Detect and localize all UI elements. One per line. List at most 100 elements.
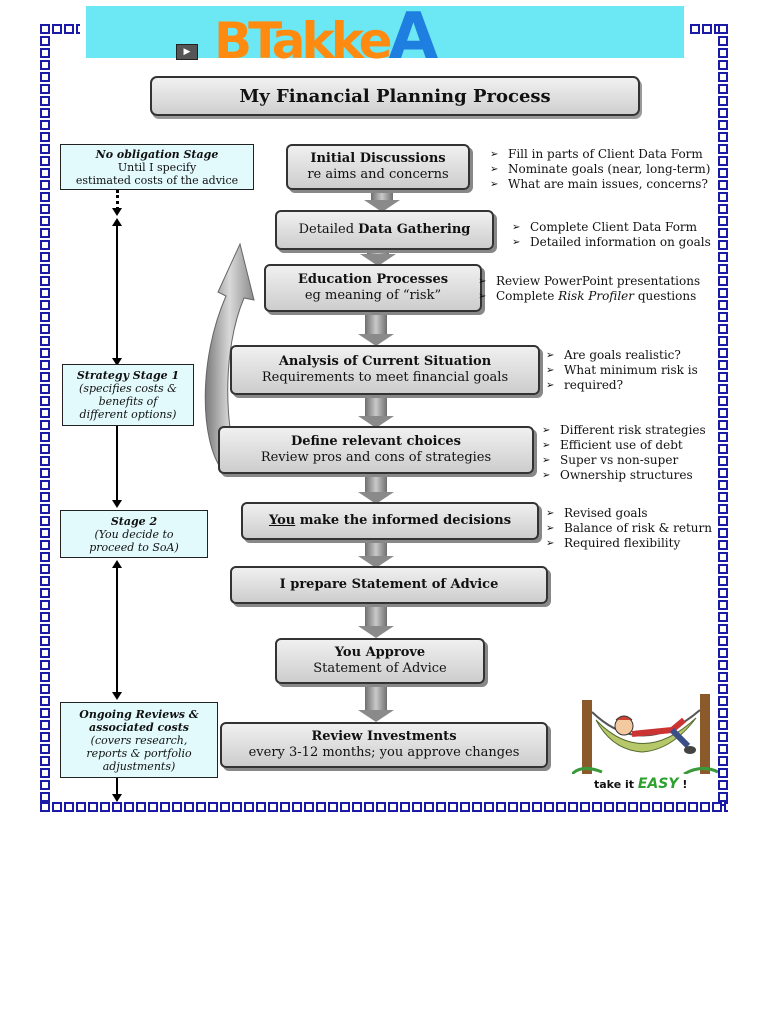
logo-letter: A <box>388 0 438 74</box>
step-review-investments: Review Investments every 3-12 months; yo… <box>220 722 548 768</box>
note-item: What are main issues, concerns? <box>486 177 710 192</box>
logo-text: BTakke <box>214 12 393 70</box>
banner: ▶ BTakkeA <box>86 5 684 69</box>
step-subtitle: Statement of Advice <box>313 661 447 676</box>
step-title: Analysis of Current Situation <box>278 354 492 369</box>
stage-heading: Stage 2 <box>110 514 158 528</box>
step-title: You Approve <box>334 645 426 660</box>
step-subtitle: every 3-12 months; you approve changes <box>248 745 520 760</box>
note-item: Super vs non-super <box>538 453 706 468</box>
step-title: I prepare Statement of Advice <box>279 577 499 592</box>
note-item: Nominate goals (near, long-term) <box>486 162 710 177</box>
stage-text: Until I specify <box>117 160 197 174</box>
step-title: You make the informed decisions <box>243 513 537 529</box>
caption-emphasis: EASY <box>637 776 679 792</box>
note-item: Complete Risk Profiler questions <box>474 289 700 304</box>
step-title-b: Data Gathering <box>358 222 471 237</box>
step-data-gathering: Detailed Data Gathering <box>275 210 494 250</box>
feedback-curved-arrow <box>204 242 255 471</box>
arrow-down-icon <box>112 794 122 802</box>
note-text-italic: Risk Profiler <box>558 289 634 303</box>
note-item: Balance of risk & return <box>542 521 712 536</box>
note-item: Are goals realistic? <box>542 348 698 363</box>
notes-decisions: Revised goals Balance of risk & return R… <box>542 506 712 551</box>
flow-arrow <box>358 604 394 638</box>
note-item: Revised goals <box>542 506 712 521</box>
flow-arrow <box>360 248 396 266</box>
caption-text: ! <box>678 778 688 791</box>
step-title: Detailed Data Gathering <box>277 222 492 238</box>
dotted-connector <box>116 190 119 210</box>
stage-text: (covers research, <box>90 733 188 747</box>
notes-gathering: Complete Client Data Form Detailed infor… <box>508 220 711 250</box>
arrow-up-icon <box>112 218 122 226</box>
step-title-b: make the informed decisions <box>295 513 512 528</box>
stage-text: benefits of <box>98 395 158 408</box>
step-title: Review Investments <box>311 729 457 744</box>
flow-arrow <box>358 472 394 504</box>
step-define-choices: Define relevant choices Review pros and … <box>218 426 534 474</box>
stage-text: different options) <box>79 408 177 421</box>
note-item: Efficient use of debt <box>538 438 706 453</box>
notes-choices: Different risk strategies Efficient use … <box>538 423 706 483</box>
cartoon-caption: take it EASY ! <box>594 776 687 792</box>
flow-arrow <box>358 310 394 346</box>
caption-text: take it <box>594 778 638 791</box>
note-text: questions <box>634 289 697 303</box>
flow-arrow <box>358 538 394 568</box>
step-education: Education Processes eg meaning of “risk” <box>264 264 482 312</box>
notes-initial: Fill in parts of Client Data Form Nomina… <box>486 147 710 192</box>
arrow-down-icon <box>112 500 122 508</box>
step-subtitle: re aims and concerns <box>307 167 449 182</box>
flow-arrow <box>358 682 394 722</box>
notes-education: Review PowerPoint presentations Complete… <box>474 274 700 304</box>
stage-2: Stage 2 (You decide to proceed to SoA) <box>60 510 208 558</box>
step-title: Define relevant choices <box>290 434 461 449</box>
step-statement-of-advice: I prepare Statement of Advice <box>230 566 548 604</box>
step-initial-discussions: Initial Discussions re aims and concerns <box>286 144 470 190</box>
stage-strategy: Strategy Stage 1 (specifies costs & bene… <box>62 364 194 426</box>
stage-text: adjustments) <box>102 759 176 773</box>
stage-text: estimated costs of the advice <box>75 173 239 187</box>
logo: BTakkeA <box>214 5 438 70</box>
stage-connector <box>116 426 118 502</box>
note-item: Review PowerPoint presentations <box>474 274 700 289</box>
stage-heading: Ongoing Reviews & <box>79 707 199 721</box>
note-item: Fill in parts of Client Data Form <box>486 147 710 162</box>
stage-heading: No obligation Stage <box>95 147 219 161</box>
border-left <box>40 24 50 812</box>
note-item: Detailed information on goals <box>508 235 711 250</box>
stage-ongoing-reviews: Ongoing Reviews & associated costs (cove… <box>60 702 218 778</box>
arrow-down-icon <box>112 358 122 366</box>
note-item: Complete Client Data Form <box>508 220 711 235</box>
note-item: Different risk strategies <box>538 423 706 438</box>
stage-text: reports & portfolio <box>86 746 192 760</box>
step-subtitle: Requirements to meet financial goals <box>261 370 509 385</box>
step-title: Initial Discussions <box>310 151 446 166</box>
step-title-a: You <box>268 513 296 528</box>
border-right <box>718 24 728 812</box>
step-subtitle: Review pros and cons of strategies <box>260 450 492 465</box>
arrow-down-icon <box>112 208 122 216</box>
step-title: Education Processes <box>297 272 449 287</box>
note-item: Required flexibility <box>542 536 712 551</box>
stage-text: (You decide to <box>94 527 174 541</box>
note-text: Complete <box>496 289 559 303</box>
page-title: My Financial Planning Process <box>150 76 640 116</box>
note-item: What minimum risk is <box>542 363 698 378</box>
border-top-left <box>40 24 80 34</box>
stage-heading: associated costs <box>89 720 189 734</box>
note-item-continued: required? <box>542 378 698 393</box>
stage-connector <box>116 566 118 694</box>
play-icon[interactable]: ▶ <box>176 44 198 60</box>
step-title-a: Detailed <box>298 222 359 237</box>
stage-heading: Strategy Stage 1 <box>76 369 180 382</box>
arrow-up-icon <box>112 560 122 568</box>
stage-connector <box>116 778 118 796</box>
step-subtitle: eg meaning of “risk” <box>304 288 442 303</box>
arrow-down-icon <box>112 692 122 700</box>
step-analysis: Analysis of Current Situation Requiremen… <box>230 345 540 395</box>
notes-analysis: Are goals realistic? What minimum risk i… <box>542 348 698 393</box>
flow-arrow <box>358 394 394 428</box>
stage-text: (specifies costs & <box>79 382 177 395</box>
